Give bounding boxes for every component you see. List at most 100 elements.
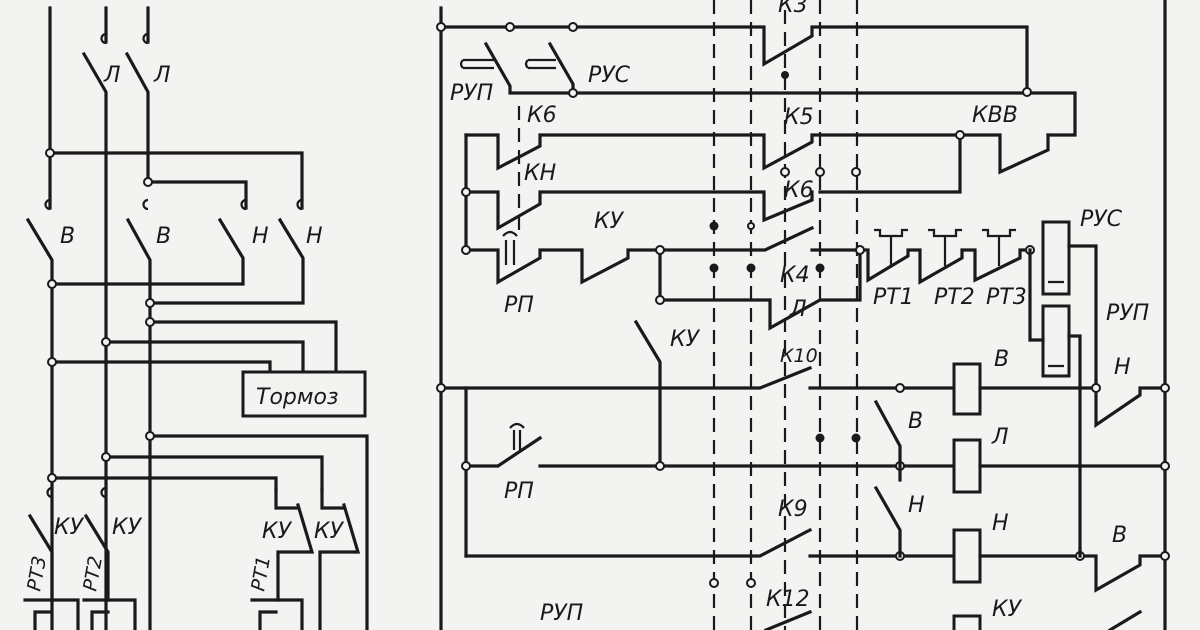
contact-KU-right1	[276, 503, 315, 602]
junction	[461, 187, 471, 197]
junction	[145, 298, 155, 308]
contact-V2	[125, 217, 152, 630]
coil-V	[952, 362, 982, 416]
contact-L1	[81, 51, 108, 630]
contact-KU-left1	[27, 513, 54, 602]
junction	[1091, 383, 1101, 393]
label-contact-N-right: Н	[1114, 355, 1131, 380]
control-circuit: К3 РУП РУС К6 К5 КВВ КН К6 КУ РП К4 Л РТ…	[436, 0, 1170, 630]
label-K6-top: К6	[527, 103, 557, 128]
wire-coil-RUP	[1028, 248, 1045, 342]
wire-row6	[439, 365, 813, 390]
coil-RUS	[1041, 220, 1071, 296]
wire-coil-RUS	[1067, 244, 1098, 390]
label-coil-V: В	[994, 347, 1009, 372]
contact-V-mid	[873, 399, 902, 482]
contact-N-mid	[873, 485, 902, 558]
label-RUP-bottom: РУП	[540, 601, 583, 626]
label-RT3: РТ3	[23, 554, 51, 592]
junction	[815, 433, 825, 443]
thermal-symbol	[982, 228, 1016, 266]
wire-row5	[464, 225, 815, 285]
wire-row4	[464, 190, 814, 231]
label-contact-V1: В	[60, 224, 75, 249]
label-K5: К5	[784, 105, 814, 130]
contact-L2	[124, 51, 150, 180]
junction	[436, 383, 446, 393]
label-RUS-top: РУС	[588, 63, 631, 88]
junction	[47, 279, 57, 289]
pressure-symbol	[524, 58, 556, 70]
fixed-contact	[100, 32, 107, 45]
junction	[436, 22, 446, 32]
thermal-symbol	[928, 228, 962, 266]
label-K9: К9	[778, 497, 808, 522]
fixed-contact	[142, 32, 149, 45]
coil-marks	[1048, 280, 1064, 368]
label-RT3: РТ3	[986, 285, 1027, 310]
junction	[781, 71, 789, 79]
label-contact-N1: Н	[252, 224, 269, 249]
fixed-contact	[240, 198, 247, 211]
label-coil-KU: КУ	[992, 597, 1023, 622]
fixed-contact	[142, 198, 149, 211]
brake-wire	[148, 320, 338, 374]
label-contact-V2: В	[156, 224, 171, 249]
label-contact-N-mid: Н	[908, 493, 925, 518]
contact-KVV	[958, 133, 1050, 175]
junction	[1160, 461, 1170, 471]
brake-wire	[50, 360, 272, 374]
junction	[461, 245, 471, 255]
label-L-contact: Л	[789, 297, 807, 322]
coil-KU	[952, 614, 982, 630]
label-KVV: КВВ	[972, 103, 1018, 128]
junction	[746, 578, 756, 588]
label-contact-V-mid: В	[908, 409, 923, 434]
junction	[1160, 383, 1170, 393]
thermal-element-RT2	[82, 598, 137, 630]
coil-L	[952, 438, 982, 494]
contact-N1	[50, 217, 245, 286]
bus-wire	[146, 180, 248, 210]
label-K6-mid: К6	[784, 178, 814, 203]
label-RT2: РТ2	[79, 554, 107, 592]
junction	[655, 461, 665, 471]
junction	[145, 431, 155, 441]
label-RP-row4: РП	[504, 293, 534, 318]
label-contact-KU3: КУ	[262, 519, 293, 544]
junction	[145, 317, 155, 327]
contacts-RT	[858, 248, 1032, 285]
wire-row8	[464, 527, 813, 558]
label-contact-KU4: КУ	[314, 519, 345, 544]
junction	[143, 177, 153, 187]
bus-wire	[50, 476, 278, 492]
label-K4: К4	[780, 263, 810, 288]
junction	[1160, 551, 1170, 561]
junction	[461, 461, 471, 471]
junction	[709, 263, 719, 273]
contact-KU-right2	[318, 503, 361, 630]
contact-KU-right2	[320, 488, 345, 510]
brake-wire	[104, 340, 305, 374]
contact-bottom-right	[1107, 609, 1143, 630]
wire-row6c	[978, 386, 1167, 429]
junction	[747, 222, 755, 230]
junction	[780, 167, 790, 177]
thermal-element-RT1	[250, 598, 304, 630]
contact-KU-open	[633, 319, 662, 468]
junction	[709, 221, 719, 231]
pushbutton-RP	[502, 230, 518, 265]
thermal-element-RT3	[23, 598, 80, 630]
bus-wire	[104, 455, 324, 492]
junction	[709, 578, 719, 588]
label-contact-KU1: КУ	[54, 515, 85, 540]
label-contact-KU2: КУ	[112, 515, 143, 540]
junction	[568, 22, 578, 32]
fixed-contact	[46, 486, 53, 499]
coil-RUP	[1041, 304, 1071, 378]
wire-row1	[439, 25, 1029, 94]
label-RP-row6: РП	[504, 479, 534, 504]
contact-N2	[148, 217, 305, 305]
